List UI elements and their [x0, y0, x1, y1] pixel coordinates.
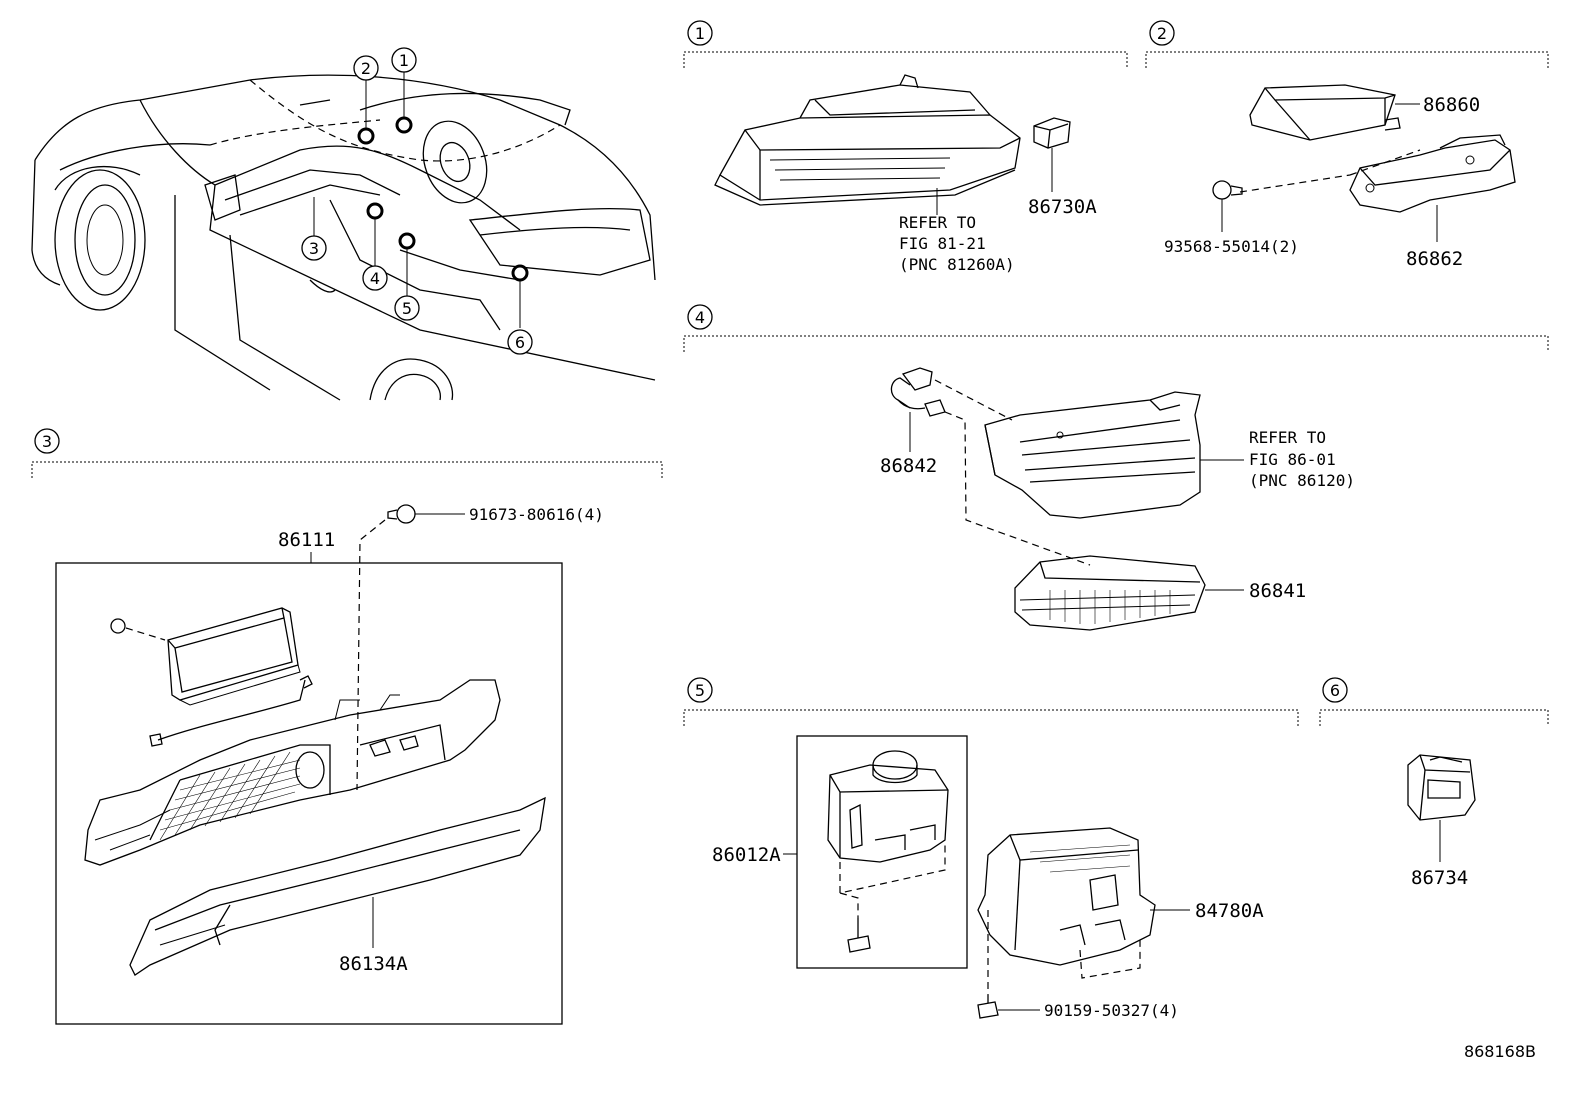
part-86841-label: 86841: [1249, 580, 1306, 602]
overview-callout-1: [391, 47, 417, 73]
overview-callout-3-label: 3: [309, 239, 319, 258]
section-1-marker: [687, 20, 713, 46]
harness-86842-drawing: [890, 367, 946, 417]
bolt-93568-drawing: [1212, 180, 1243, 200]
part-84780A-label: 84780A: [1195, 900, 1264, 922]
part-86842-label: 86842: [880, 455, 937, 477]
section-3: 3 91673-80616(4) 86111: [31, 428, 663, 1025]
dash-bezel-drawing: [84, 679, 501, 866]
overview-callout-4-label: 4: [370, 269, 380, 288]
part-90159-label: 90159-50327(4): [1044, 1001, 1179, 1020]
overview-callout-1-label: 1: [399, 51, 409, 70]
overview-callouts: 2 1 3 4 5 6: [301, 47, 533, 355]
overview-callout-4: [362, 265, 388, 291]
overview-callout-6-label: 6: [515, 333, 525, 352]
unit-84780A-drawing: [977, 827, 1156, 966]
overview-callout-2: [353, 55, 379, 81]
part-93568-label: 93568-55014(2): [1164, 237, 1299, 256]
screw-91673-drawing: [387, 504, 416, 524]
section-6-number: 6: [1330, 681, 1340, 700]
part-91673-label: 91673-80616(4): [469, 505, 604, 524]
figure-id: 868168B: [1464, 1042, 1536, 1061]
part-86111-label: 86111: [278, 529, 335, 551]
screw-90159-drawing: [977, 995, 999, 1019]
screw-86012A-drawing: [847, 918, 871, 953]
overhead-console-drawing: [714, 74, 1071, 206]
overview-callout-2-label: 2: [361, 59, 371, 78]
section-6-marker: [1322, 677, 1348, 703]
section-5-marker: [687, 677, 713, 703]
refer-pnc-label-1: (PNC 81260A): [899, 255, 1015, 274]
switch-86734-drawing: [1407, 754, 1476, 821]
part-86134A-label: 86134A: [339, 953, 408, 975]
section-2-marker: [1149, 20, 1175, 46]
bracket-86862-drawing: [1349, 134, 1516, 213]
section-5: 5 86012A 84780: [683, 677, 1299, 1020]
overview-callout-5-label: 5: [402, 299, 412, 318]
part-86860-label: 86860: [1423, 94, 1480, 116]
section-5-number: 5: [695, 681, 705, 700]
refer-fig-label-1: FIG 81-21: [899, 234, 986, 253]
section-3-marker: [34, 428, 60, 454]
part-86734-label: 86734: [1411, 867, 1468, 889]
overview-callout-5: [394, 295, 420, 321]
section-4: 4 86842 REFER TO FIG 86-01 (PNC 86120): [683, 304, 1549, 631]
part-86012A-label: 86012A: [712, 844, 781, 866]
section-6: 6 86734: [1319, 677, 1549, 889]
head-unit-drawing: [984, 391, 1201, 519]
refer-to-label-1: REFER TO: [899, 213, 976, 232]
assembly-86111-box: [55, 562, 563, 1025]
display-panel-drawing: [110, 607, 313, 747]
section-2-number: 2: [1157, 24, 1167, 43]
refer-pnc-label-4: (PNC 86120): [1249, 471, 1355, 490]
section-3-number: 3: [42, 432, 52, 451]
refer-to-label-4: REFER TO: [1249, 428, 1326, 447]
section-4-marker: [687, 304, 713, 330]
part-86730A-label: 86730A: [1028, 196, 1097, 218]
assembly-86012A-box: [796, 735, 968, 969]
overview-callout-3: [301, 235, 327, 261]
section-1: 1 REFER TO FIG 81-21 (PNC 81260A) 86730A: [683, 20, 1128, 274]
ecu-86860-drawing: [1249, 84, 1401, 141]
section-1-number: 1: [695, 24, 705, 43]
controller-86012A-drawing: [827, 750, 949, 863]
module-86841-drawing: [1014, 555, 1206, 631]
section-4-number: 4: [695, 308, 705, 327]
part-86862-label: 86862: [1406, 248, 1463, 270]
overview-callout-6: [507, 329, 533, 355]
vehicle-overview: 2 1 3 4 5 6: [31, 47, 656, 401]
trim-86134A-drawing: [129, 796, 546, 976]
section-2: 2 86860 93568-55014(2) 86862: [1145, 20, 1549, 270]
refer-fig-label-4: FIG 86-01: [1249, 450, 1336, 469]
